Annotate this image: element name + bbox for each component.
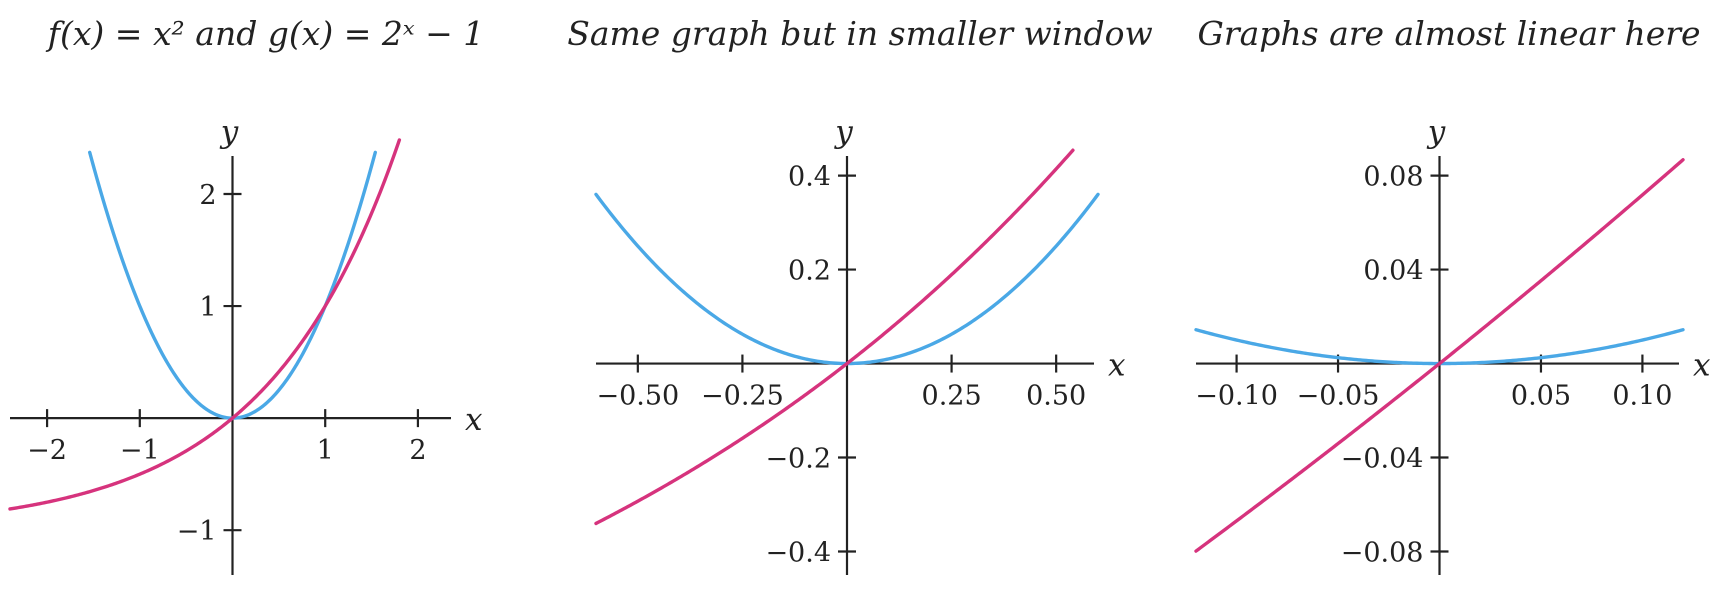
x-tick-label: −0.05 [1297,381,1380,412]
y-tick-label: −0.04 [1341,444,1424,475]
x-tick-label: 0.05 [1511,381,1571,412]
y-tick-label: −0.2 [765,444,831,475]
y-tick-label: 0.2 [788,256,831,287]
panel-f-and-g-wide: f(x) = x² and g(x) = 2ˣ − 1 x y −2 −1 1 2 −1 1 2 [8,14,485,575]
panel-almost-linear: Graphs are almost linear here x y −0.10 −0.0… [1194,14,1711,575]
y-tick-label: 0.4 [788,162,831,193]
chart-title: f(x) = x² and g(x) = 2ˣ − 1 [45,14,485,53]
panel-smaller-window: Same graph but in smaller windowxy−0.50−… [567,14,1153,575]
y-tick-label: −0.08 [1341,538,1424,569]
x-tick-label: −2 [27,435,67,466]
x-tick-label: 0.50 [1026,381,1086,412]
y-tick-label: −0.4 [765,538,831,569]
y-axis-label: y [833,114,853,150]
x-tick-label: 2 [409,435,426,466]
x-tick-label: −0.25 [701,381,784,412]
x-tick-label: 0.10 [1612,381,1672,412]
x-axis-label: x [1108,348,1126,384]
y-axis-label: y [1426,114,1446,150]
y-tick-label: 2 [199,180,216,211]
y-tick-label: 1 [199,292,216,323]
y-axis-label: y [219,114,239,150]
series-g-curve [1194,158,1685,553]
y-tick-label: −1 [177,516,217,547]
series-g-curve [8,138,402,511]
y-tick-label: 0.04 [1363,256,1423,287]
series-g-curve [594,148,1075,526]
x-axis-label: x [465,402,483,438]
x-tick-label: −0.10 [1195,381,1278,412]
x-tick-label: 0.25 [922,381,982,412]
x-tick-label: 1 [317,435,334,466]
x-axis-label: x [1693,348,1711,384]
chart-title: Same graph but in smaller window [567,14,1153,53]
x-tick-label: −1 [120,435,160,466]
x-tick-label: −0.50 [596,381,679,412]
y-tick-label: 0.08 [1363,162,1423,193]
chart-title: Graphs are almost linear here [1197,14,1700,53]
